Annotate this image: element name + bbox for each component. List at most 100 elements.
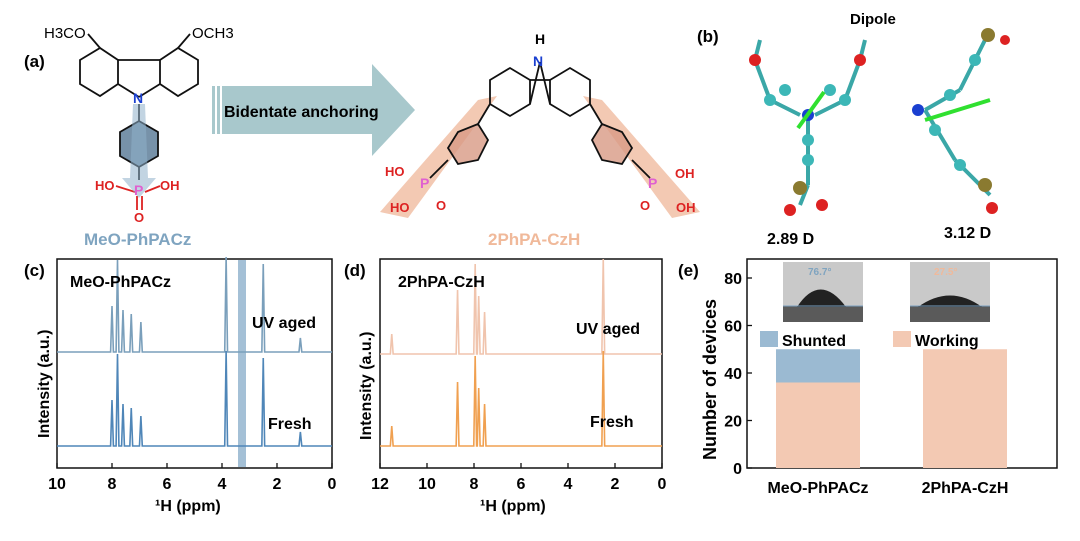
panel-d: (d) 12 10 8 6 4 2 0 2PhPA-CzH UV aged Fresh In… — [344, 258, 667, 515]
legend-label-shunted: Shunted — [782, 333, 846, 350]
atoms-left — [749, 54, 866, 216]
plot-title-c: MeO-PhPACz — [70, 274, 171, 291]
y-tick-label: 20 — [724, 414, 742, 431]
panel-c: (c) 10 8 6 4 2 0 MeO-PhPACz UV aged Fresh Int… — [24, 256, 337, 515]
bidentate-arrow — [212, 64, 415, 156]
hydroxyl-left-label: HO — [95, 178, 115, 193]
plot-title-d: 2PhPA-CzH — [398, 274, 485, 291]
arrow-label: Bidentate anchoring — [224, 104, 379, 121]
y-tick-label: 0 — [733, 461, 742, 478]
x-tick-label: 8 — [108, 476, 117, 493]
atoms-right — [912, 28, 1010, 214]
y-ticks-e: 0 20 40 60 80 — [724, 271, 752, 478]
oh-top-right-label: OH — [675, 166, 695, 181]
trace-label-uv-aged-c: UV aged — [252, 315, 316, 332]
hydroxyl-right-label: OH — [160, 178, 180, 193]
oxygen-left-label: O — [436, 198, 446, 213]
bar-working-1 — [923, 349, 1007, 468]
x-ticks-e: MeO-PhPACz 2PhPA-CzH — [767, 480, 1008, 497]
y-axis-label-e: Number of devices — [700, 299, 720, 460]
y-axis-label-d: Intensity (a.u.) — [358, 332, 375, 440]
x-tick-label: 6 — [517, 476, 526, 493]
2phpa-czh-name: 2PhPA-CzH — [488, 230, 580, 249]
nh-nitrogen-label: N — [533, 53, 543, 69]
panel-label-b: (b) — [697, 27, 719, 46]
ho-top-left-label: HO — [385, 164, 405, 179]
x-ticks-c: 10 8 6 4 2 0 — [48, 463, 337, 493]
dipole-arrow-right — [924, 98, 991, 122]
x-tick-label: 2 — [273, 476, 282, 493]
spectrum-traces-c — [57, 256, 332, 447]
dipole-value-right: 3.12 D — [944, 225, 991, 242]
oxygen-label: O — [134, 210, 144, 225]
spectrum-trace-uv-aged — [57, 256, 332, 353]
x-axis-label-c: ¹H (ppm) — [155, 498, 221, 515]
phosphorus-left-label: P — [420, 175, 429, 191]
x-tick-label: 10 — [418, 476, 436, 493]
plot-frame-c — [56, 258, 333, 469]
panel-a: (a) H3CO OCH3 N P HO — [24, 25, 700, 249]
phosphorus-label: P — [134, 182, 143, 198]
contact-angle-right: 27.5° — [934, 267, 957, 278]
x-tick-label: 8 — [470, 476, 479, 493]
panel-label-e: (e) — [678, 261, 699, 280]
y-tick-label: 60 — [724, 319, 742, 336]
nitrogen-label: N — [133, 90, 143, 106]
dipole-arrow-left — [796, 90, 826, 130]
x-tick-label: 10 — [48, 476, 66, 493]
bars-e — [776, 349, 1007, 468]
trace-label-fresh-c: Fresh — [268, 416, 312, 433]
x-tick-label: 0 — [658, 476, 667, 493]
spectrum-trace-fresh — [380, 350, 662, 447]
anchor-overlay-left — [380, 96, 497, 218]
anchor-overlay-right — [583, 96, 700, 218]
x-category-label: 2PhPA-CzH — [922, 480, 1009, 497]
contact-angle-photo-right — [910, 262, 990, 322]
contact-angle-left: 76.7° — [808, 267, 831, 278]
meo-phpacz-name: MeO-PhPACz — [84, 230, 191, 249]
molecule-model-left — [753, 39, 867, 206]
panel-label-a: (a) — [24, 52, 45, 71]
x-category-label: MeO-PhPACz — [767, 480, 868, 497]
x-ticks-d: 12 10 8 6 4 2 0 — [371, 463, 667, 493]
x-tick-label: 12 — [371, 476, 389, 493]
phosphorus-right-label: P — [648, 175, 657, 191]
x-tick-label: 0 — [328, 476, 337, 493]
spectrum-traces-d — [380, 258, 662, 447]
bar-working-0 — [776, 382, 860, 468]
x-tick-label: 4 — [218, 476, 227, 493]
legend-label-working: Working — [915, 333, 979, 350]
contact-angle-photo-left — [783, 262, 863, 322]
legend-swatch-working — [893, 331, 911, 347]
panel-label-c: (c) — [24, 261, 45, 280]
panel-e: (e) 0 20 40 60 80 MeO-PhPACz 2PhPA-CzH Number… — [678, 258, 1058, 497]
highlight-band-c — [238, 260, 246, 467]
x-axis-label-d: ¹H (ppm) — [480, 498, 546, 515]
oxygen-right-label: O — [640, 198, 650, 213]
x-tick-label: 6 — [163, 476, 172, 493]
spectrum-trace-uv-aged — [380, 258, 662, 355]
trace-label-uv-aged-d: UV aged — [576, 321, 640, 338]
methoxy-left-label: H3CO — [44, 25, 86, 42]
dipole-overlay-left — [122, 104, 156, 198]
plot-frame-e — [746, 258, 1058, 469]
2phpa-czh-structure — [429, 61, 651, 179]
x-tick-label: 4 — [564, 476, 573, 493]
bar-shunted-0 — [776, 349, 860, 383]
panel-b: (b) Dipole — [697, 11, 1010, 248]
x-tick-label: 2 — [611, 476, 620, 493]
y-axis-label-c: Intensity (a.u.) — [36, 330, 53, 438]
dipole-title: Dipole — [850, 11, 896, 28]
methoxy-right-label: OCH3 — [192, 25, 234, 42]
panel-label-d: (d) — [344, 261, 366, 280]
oh-bottom-right-label: OH — [676, 200, 696, 215]
spectrum-trace-fresh — [57, 350, 332, 447]
y-tick-label: 40 — [724, 366, 742, 383]
legend-swatch-shunted — [760, 331, 778, 347]
trace-label-fresh-d: Fresh — [590, 414, 634, 431]
dipole-value-left: 2.89 D — [767, 231, 814, 248]
ho-bottom-left-label: HO — [390, 200, 410, 215]
nh-hydrogen-label: H — [535, 31, 545, 47]
y-tick-label: 80 — [724, 271, 742, 288]
